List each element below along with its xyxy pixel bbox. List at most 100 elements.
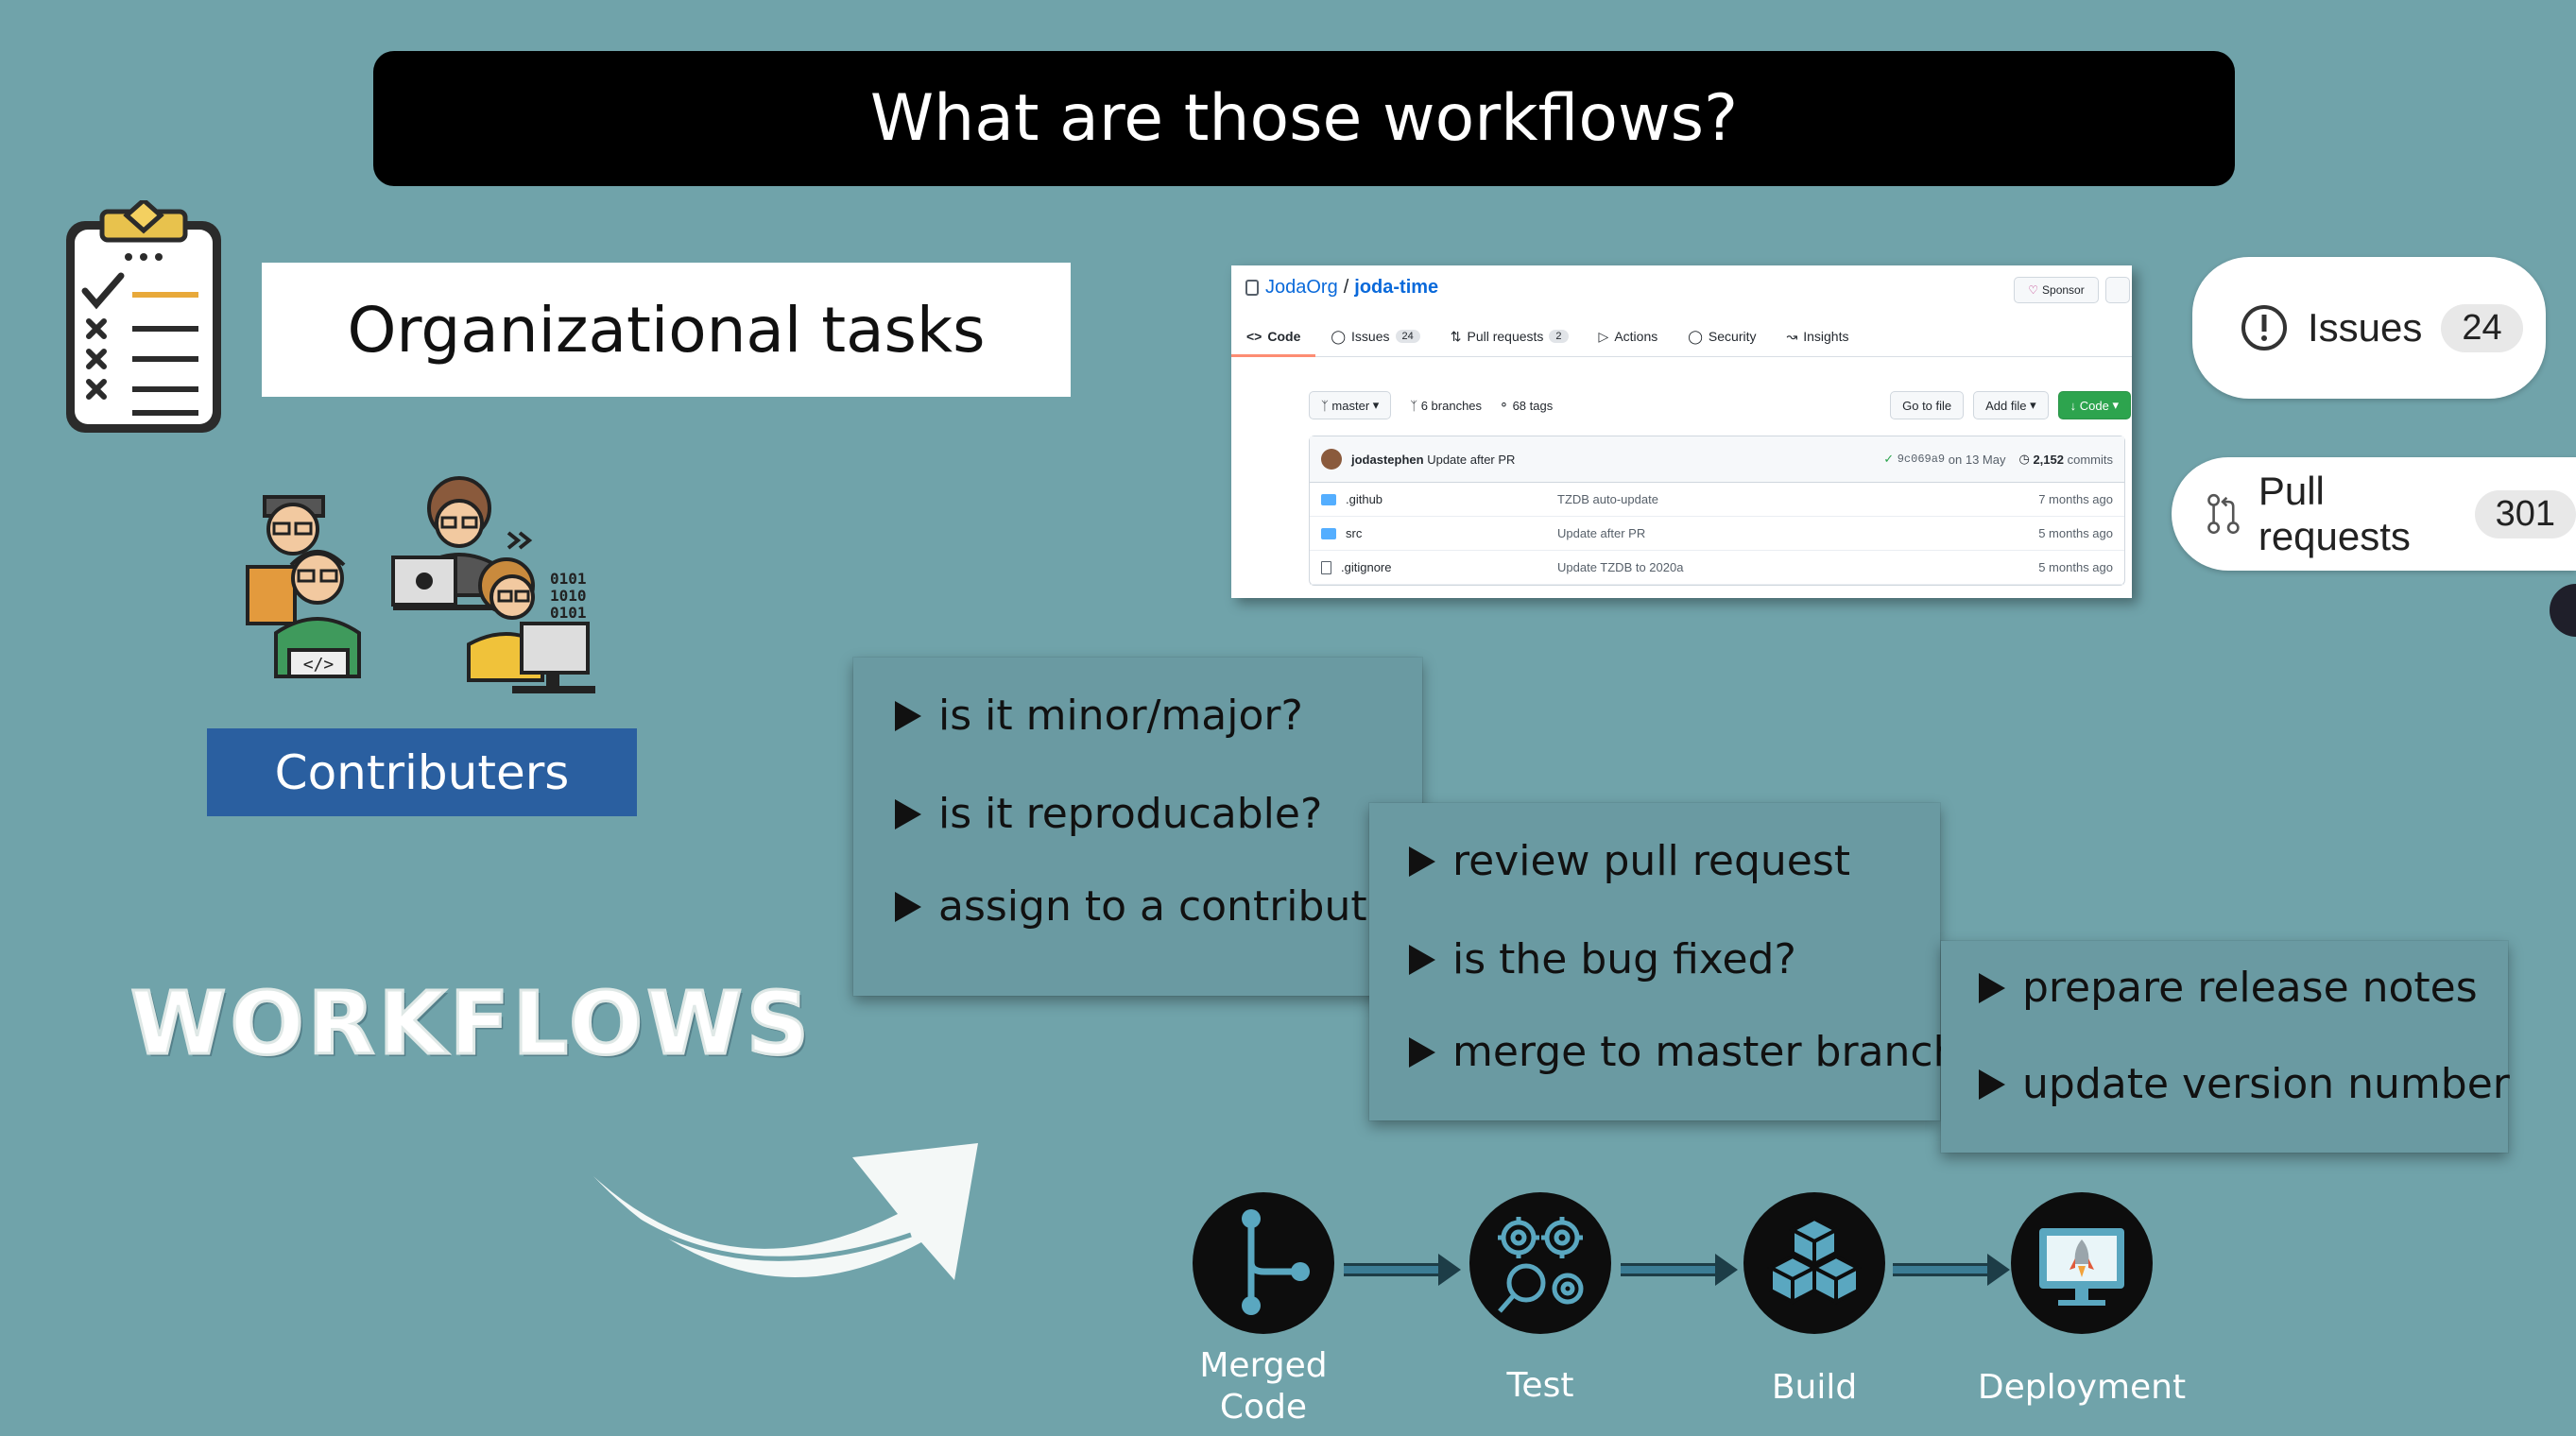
side-nav-icon[interactable]	[2550, 584, 2576, 637]
tab-actions[interactable]: ▷ Actions	[1584, 318, 1674, 354]
note-item: merge to master branch	[1409, 1028, 1960, 1076]
file-age: 5 months ago	[2038, 560, 2113, 574]
file-icon	[1321, 560, 1331, 574]
note-text: prepare release notes	[2022, 964, 2478, 1012]
add-file-label: Add file	[1985, 398, 2027, 413]
workflows-label: WORKFLOWS	[129, 972, 813, 1076]
tab-label: Pull requests	[1467, 329, 1544, 344]
issue-alert-icon	[2241, 305, 2287, 350]
graph-icon: ↝	[1786, 328, 1798, 344]
pipeline-step-test	[1469, 1192, 1611, 1334]
file-age: 5 months ago	[2038, 526, 2113, 540]
bullet-triangle-icon	[1409, 944, 1435, 975]
curved-arrow-icon	[593, 1143, 978, 1280]
note-item: update version number	[1979, 1060, 2510, 1108]
branches-link[interactable]: 6 branches	[1420, 398, 1483, 413]
tag-icon: ⚬	[1499, 398, 1513, 412]
commit-message[interactable]: Update after PR	[1427, 452, 1516, 467]
go-to-file-button[interactable]: Go to file	[1890, 391, 1965, 419]
commit-hash[interactable]: 9c069a9	[1897, 453, 1946, 466]
issues-pill: Issues 24	[2192, 257, 2546, 399]
sponsor-button[interactable]: ♡ Sponsor	[2014, 277, 2099, 303]
file-commit-message[interactable]: Update after PR	[1557, 526, 1646, 540]
pipeline-arrow	[1344, 1254, 1461, 1286]
tab-code[interactable]: <> Code	[1231, 318, 1316, 357]
svg-text:0101: 0101	[550, 570, 587, 588]
file-row[interactable]: .github TZDB auto-update 7 months ago	[1310, 483, 2124, 517]
commit-date: on 13 May	[1948, 452, 2006, 467]
step-label-line: Code	[1219, 1388, 1308, 1427]
tab-label: Actions	[1614, 329, 1658, 344]
contributors-label: Contributers	[274, 744, 570, 800]
note-item: assign to a contributer	[895, 882, 1410, 931]
commit-author[interactable]: jodastephen	[1351, 452, 1424, 467]
file-name[interactable]: src	[1346, 526, 1363, 540]
tab-pull-requests[interactable]: ⇅ Pull requests 2	[1435, 318, 1584, 354]
note-item: review pull request	[1409, 837, 1850, 885]
download-icon: ↓	[2069, 398, 2080, 413]
note-text: assign to a contributer	[938, 882, 1410, 931]
repo-icon	[1245, 279, 1259, 296]
tab-label: Issues	[1351, 329, 1390, 344]
file-commit-message[interactable]: TZDB auto-update	[1557, 492, 1658, 506]
file-name[interactable]: .gitignore	[1341, 560, 1392, 574]
tab-security[interactable]: ◯ Security	[1673, 318, 1771, 354]
file-row[interactable]: .gitignore Update TZDB to 2020a 5 months…	[1310, 551, 2124, 585]
code-button-label: Code	[2079, 398, 2109, 413]
bullet-triangle-icon	[1979, 1068, 2005, 1100]
play-icon: ▷	[1598, 328, 1609, 344]
note-text: update version number	[2022, 1060, 2510, 1108]
pull-request-icon: ⇅	[1450, 328, 1462, 344]
note-text: is the bug fixed?	[1452, 935, 1796, 983]
add-file-button[interactable]: Add file ▾	[1973, 391, 2049, 419]
organizational-tasks-label: Organizational tasks	[347, 293, 986, 367]
cubes-build-icon	[1766, 1216, 1863, 1306]
issue-triage-note: is it minor/major? is it reproducable? a…	[853, 658, 1422, 996]
pipeline-step-build	[1743, 1192, 1885, 1334]
chevron-down-icon: ▾	[1369, 398, 1380, 412]
file-name[interactable]: .github	[1346, 492, 1383, 506]
chevron-down-icon: ▾	[2026, 398, 2036, 412]
branch-merge-icon	[1242, 1209, 1310, 1315]
file-row[interactable]: src Update after PR 5 months ago	[1310, 517, 2124, 551]
svg-text:0101: 0101	[550, 604, 587, 622]
svg-text:1010: 1010	[550, 587, 587, 605]
sponsor-label: Sponsor	[2042, 283, 2085, 297]
contributors-box: Contributers	[207, 728, 637, 816]
watch-icon[interactable]	[2105, 277, 2130, 303]
note-item: is it reproducable?	[895, 790, 1322, 838]
commit-count[interactable]: 2,152	[2033, 452, 2064, 467]
pull-requests-pill-count: 301	[2474, 489, 2576, 538]
repo-org-link[interactable]: JodaOrg	[1265, 277, 1338, 298]
file-commit-message[interactable]: Update TZDB to 2020a	[1557, 560, 1684, 574]
repo-header: JodaOrg / joda-time	[1245, 277, 1438, 299]
issues-pill-count: 24	[2441, 303, 2523, 352]
pipeline-step-deployment	[2011, 1192, 2153, 1334]
bullet-triangle-icon	[895, 891, 921, 922]
latest-commit-row: jodastephen Update after PR ✓ 9c069a9 on…	[1310, 436, 2124, 483]
branch-select[interactable]: ᛉ master ▾	[1309, 391, 1392, 419]
heart-icon: ♡	[2028, 283, 2039, 297]
repo-toolbar: ᛉ master ▾ ᛉ 6 branches ⚬ 68 tags Go to …	[1309, 390, 2131, 420]
repo-name-link[interactable]: joda-time	[1354, 277, 1439, 298]
pipeline-step-merged-code	[1193, 1192, 1334, 1334]
note-item: is it minor/major?	[895, 692, 1303, 740]
github-repo-card: JodaOrg / joda-time ♡ Sponsor <> Code ◯ …	[1231, 265, 2132, 598]
step-label-line: Merged	[1199, 1346, 1328, 1385]
pull-requests-pill-label: Pull requests	[2258, 469, 2411, 558]
folder-icon	[1321, 527, 1336, 539]
clipboard-checklist-icon	[66, 200, 221, 433]
bullet-triangle-icon	[1409, 846, 1435, 877]
tab-issues[interactable]: ◯ Issues 24	[1315, 318, 1434, 354]
pipeline-arrow	[1621, 1254, 1738, 1286]
issue-icon: ◯	[1331, 328, 1347, 344]
note-text: is it reproducable?	[938, 790, 1323, 838]
tags-link[interactable]: 68 tags	[1512, 398, 1554, 413]
release-note: prepare release notes update version num…	[1941, 941, 2510, 1153]
tab-insights[interactable]: ↝ Insights	[1772, 318, 1864, 354]
pipeline-arrow	[1893, 1254, 2010, 1286]
code-button[interactable]: ↓ Code ▾	[2057, 391, 2131, 419]
tab-label: Security	[1708, 329, 1757, 344]
history-icon: ◷	[2018, 452, 2034, 466]
